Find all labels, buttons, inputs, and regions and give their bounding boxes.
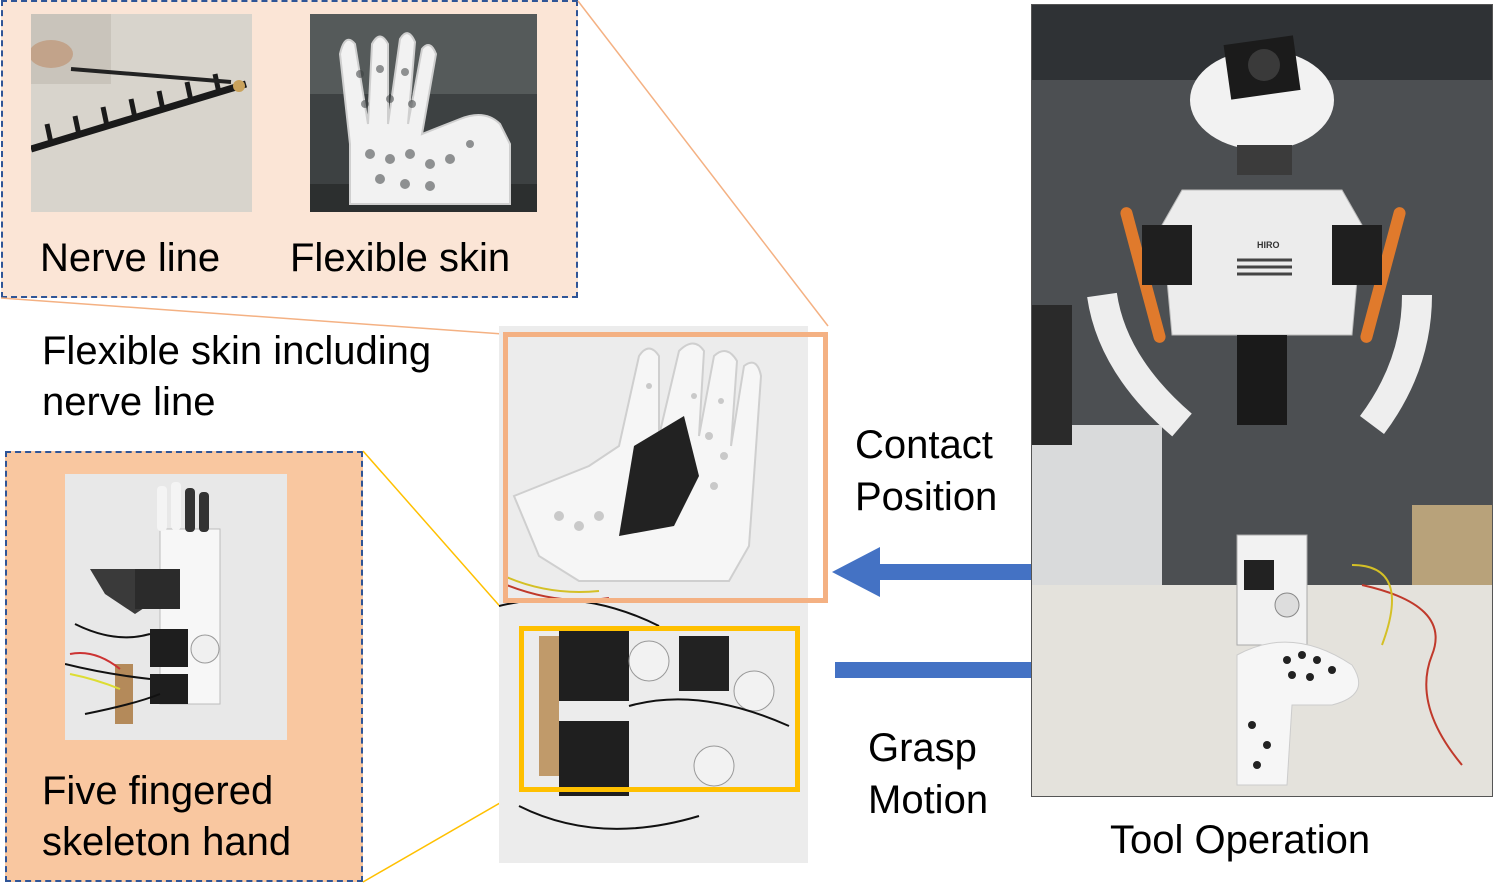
grasp-motion-label-line1: Grasp (868, 726, 977, 770)
zoom-line-skeleton-top (362, 450, 520, 629)
robot-hand-photo (499, 326, 808, 863)
robot-name-text: HIRO (1257, 240, 1280, 250)
humanoid-robot-photo: HIRO (1031, 4, 1493, 797)
zoom-line-top-right (577, 0, 829, 327)
skin-including-nerve-label-line2: nerve line (42, 380, 216, 424)
nerve-line-label: Nerve line (40, 236, 221, 280)
flexible-skin-photo (310, 14, 537, 212)
skin-including-nerve-label-line1: Flexible skin including (42, 329, 432, 373)
tool-operation-label: Tool Operation (1110, 818, 1371, 862)
flexible-skin-label: Flexible skin (290, 236, 511, 280)
zoom-line-skeleton-bottom (362, 791, 520, 883)
contact-position-label-line2: Position (855, 475, 998, 519)
skeleton-highlight-box (519, 626, 800, 792)
contact-position-label-line1: Contact (855, 423, 993, 467)
skin-highlight-box (503, 332, 828, 603)
skeleton-hand-label-line2: skeleton hand (42, 820, 292, 864)
skeleton-hand-label-line1: Five fingered (42, 769, 274, 813)
skeleton-hand-photo (65, 474, 287, 740)
nerve-line-photo (31, 14, 252, 212)
grasp-motion-label-line2: Motion (868, 778, 989, 822)
zoom-line-top-left (0, 297, 504, 335)
